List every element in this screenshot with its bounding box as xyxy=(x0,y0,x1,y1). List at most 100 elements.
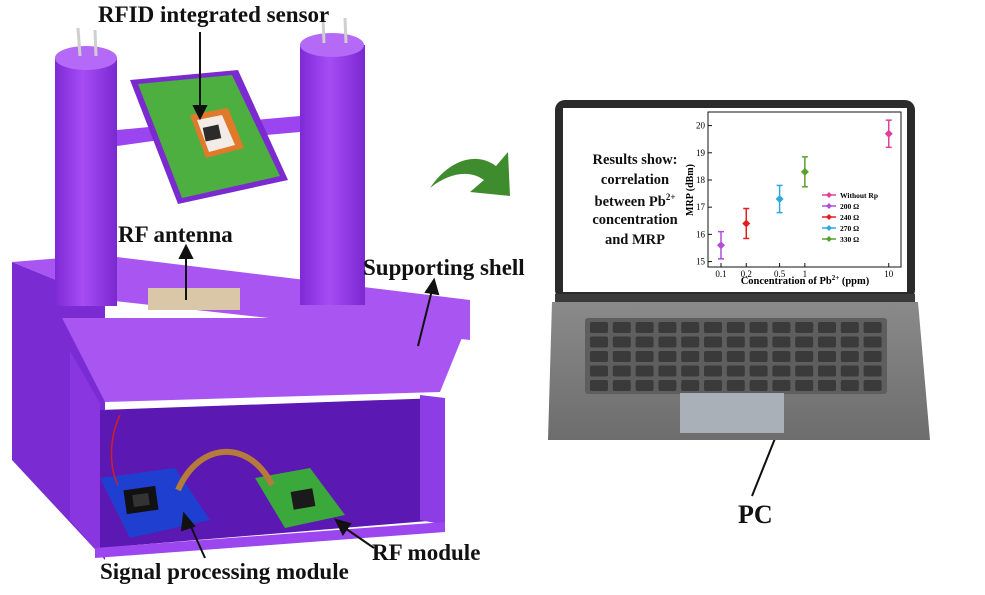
keyboard-key[interactable] xyxy=(658,336,677,348)
keyboard-keys xyxy=(590,322,882,391)
keyboard-key[interactable] xyxy=(795,351,814,362)
y-axis-label: MRP (dBm) xyxy=(685,164,696,216)
keyboard-key[interactable] xyxy=(681,365,700,377)
label-pc: PC xyxy=(738,500,773,529)
rf-module-board xyxy=(255,468,345,528)
keyboard-key[interactable] xyxy=(612,336,631,348)
keyboard-key[interactable] xyxy=(658,351,677,362)
label-supporting-shell: Supporting shell xyxy=(363,255,525,280)
keyboard-key[interactable] xyxy=(795,322,814,333)
keyboard-key[interactable] xyxy=(840,351,859,362)
keyboard-key[interactable] xyxy=(863,380,882,391)
keyboard-key[interactable] xyxy=(635,365,654,377)
legend-label: 200 Ω xyxy=(840,202,859,211)
keyboard-key[interactable] xyxy=(795,365,814,377)
keyboard-key[interactable] xyxy=(863,336,882,348)
keyboard-key[interactable] xyxy=(635,322,654,333)
keyboard-key[interactable] xyxy=(658,365,677,377)
keyboard-key[interactable] xyxy=(704,351,722,362)
keyboard-key[interactable] xyxy=(772,380,791,391)
rfid-sensor-board xyxy=(130,70,288,204)
shell-cavity-right-wall xyxy=(420,395,445,525)
keyboard-key[interactable] xyxy=(726,322,745,333)
y-tick-label: 18 xyxy=(696,175,706,185)
keyboard-key[interactable] xyxy=(840,336,859,348)
keyboard-key[interactable] xyxy=(795,380,814,391)
keyboard-key[interactable] xyxy=(612,351,631,362)
keyboard-key[interactable] xyxy=(818,336,836,348)
keyboard-key[interactable] xyxy=(818,365,836,377)
keyboard-key[interactable] xyxy=(749,322,768,333)
keyboard-key[interactable] xyxy=(749,380,768,391)
keyboard-key[interactable] xyxy=(681,322,700,333)
screen-text-line-2: correlation xyxy=(600,172,670,188)
keyboard-key[interactable] xyxy=(635,380,654,391)
keyboard-key[interactable] xyxy=(818,380,836,391)
data-point xyxy=(742,219,751,228)
keyboard-key[interactable] xyxy=(681,336,700,348)
keyboard-key[interactable] xyxy=(772,365,791,377)
right-pillar xyxy=(300,17,365,305)
x-tick-label: 1 xyxy=(803,269,808,279)
keyboard-key[interactable] xyxy=(749,365,768,377)
keyboard-key[interactable] xyxy=(749,336,768,348)
keyboard-key[interactable] xyxy=(635,351,654,362)
keyboard-key[interactable] xyxy=(704,322,722,333)
legend-marker xyxy=(826,192,832,198)
label-rf-antenna: RF antenna xyxy=(118,222,233,247)
legend-marker xyxy=(826,225,832,231)
keyboard-key[interactable] xyxy=(590,322,608,333)
keyboard-key[interactable] xyxy=(590,351,608,362)
keyboard-key[interactable] xyxy=(772,336,791,348)
x-tick-label: 0.5 xyxy=(774,269,786,279)
screen-text-line-1: Results show: xyxy=(592,152,678,168)
keyboard-key[interactable] xyxy=(658,380,677,391)
keyboard-key[interactable] xyxy=(612,380,631,391)
keyboard-key[interactable] xyxy=(863,322,882,333)
keyboard-key[interactable] xyxy=(840,380,859,391)
rf-antenna-block xyxy=(148,288,240,310)
keyboard-key[interactable] xyxy=(590,336,608,348)
x-tick-label: 0.1 xyxy=(715,269,726,279)
keyboard-key[interactable] xyxy=(863,351,882,362)
keyboard-key[interactable] xyxy=(726,365,745,377)
keyboard-key[interactable] xyxy=(840,365,859,377)
keyboard-key[interactable] xyxy=(726,336,745,348)
keyboard-key[interactable] xyxy=(818,351,836,362)
keyboard-key[interactable] xyxy=(749,351,768,362)
keyboard-key[interactable] xyxy=(840,322,859,333)
keyboard-key[interactable] xyxy=(704,336,722,348)
y-tick-label: 20 xyxy=(696,121,706,131)
keyboard-key[interactable] xyxy=(612,322,631,333)
keyboard-key[interactable] xyxy=(726,380,745,391)
keyboard-key[interactable] xyxy=(612,365,631,377)
keyboard-key[interactable] xyxy=(726,351,745,362)
keyboard-key[interactable] xyxy=(818,322,836,333)
label-rfid-sensor: RFID integrated sensor xyxy=(98,2,330,27)
screen-text-line-3: between Pb2+ xyxy=(594,192,676,210)
trackpad[interactable] xyxy=(680,393,784,433)
ribbon-cable xyxy=(175,448,275,492)
keyboard-key[interactable] xyxy=(704,380,722,391)
keyboard-key[interactable] xyxy=(704,365,722,377)
keyboard-key[interactable] xyxy=(772,351,791,362)
y-tick-label: 16 xyxy=(696,229,706,239)
process-flow-arrow xyxy=(430,152,510,196)
keyboard-key[interactable] xyxy=(863,365,882,377)
keyboard-key[interactable] xyxy=(590,380,608,391)
data-point xyxy=(775,195,784,204)
label-signal-processing-module: Signal processing module xyxy=(100,559,349,584)
keyboard-key[interactable] xyxy=(590,365,608,377)
keyboard-key[interactable] xyxy=(658,322,677,333)
legend-label: 240 Ω xyxy=(840,213,859,222)
keyboard-key[interactable] xyxy=(635,336,654,348)
data-point xyxy=(716,241,725,250)
y-tick-label: 15 xyxy=(696,257,706,267)
legend-label: 330 Ω xyxy=(840,235,859,244)
keyboard-key[interactable] xyxy=(681,351,700,362)
keyboard-key[interactable] xyxy=(681,380,700,391)
x-axis-label: Concentration of Pb2+ (ppm) xyxy=(741,274,870,287)
keyboard-key[interactable] xyxy=(795,336,814,348)
keyboard-key[interactable] xyxy=(772,322,791,333)
